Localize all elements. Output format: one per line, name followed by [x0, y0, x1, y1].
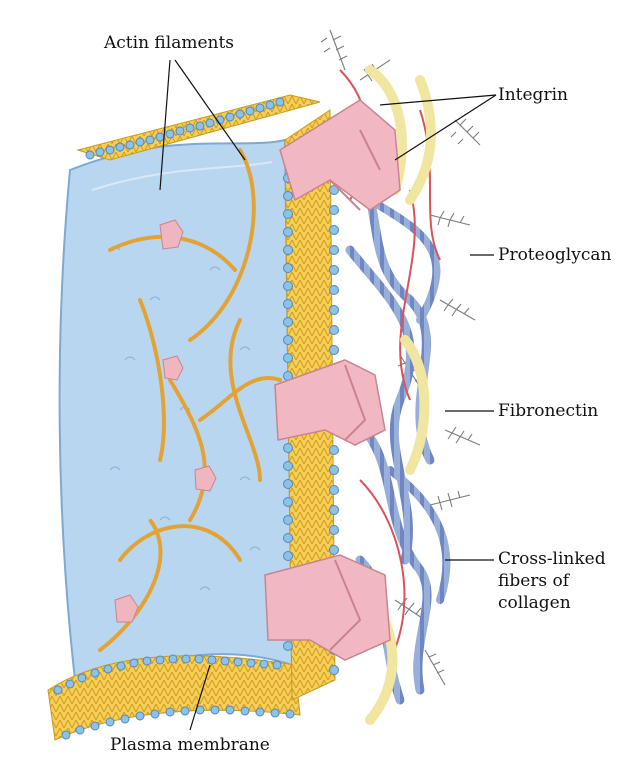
label-integrin: Integrin — [498, 85, 568, 105]
label-actin-filaments: Actin filaments — [103, 33, 234, 53]
label-collagen-line1: Cross-linked — [498, 549, 606, 569]
label-collagen-line3: collagen — [498, 593, 571, 613]
label-plasma-membrane: Plasma membrane — [110, 735, 270, 755]
integrin-top — [280, 100, 400, 210]
leader-integrin-2 — [395, 95, 496, 160]
label-fibronectin: Fibronectin — [498, 401, 598, 421]
label-proteoglycan: Proteoglycan — [498, 245, 612, 265]
label-collagen-line2: fibers of — [498, 571, 571, 591]
